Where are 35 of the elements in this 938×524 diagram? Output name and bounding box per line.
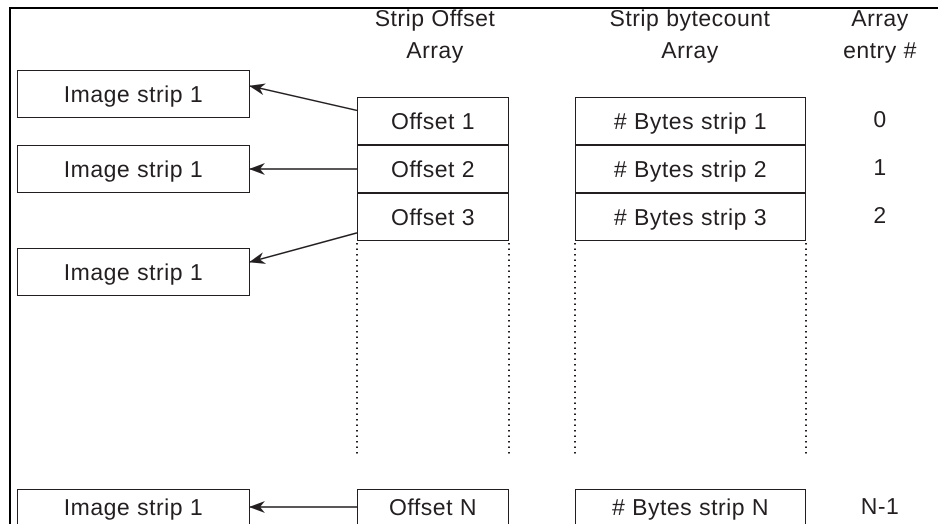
cell-text: # Bytes strip 2 [614,156,768,182]
cell-text: Offset 1 [390,108,476,134]
cell-text: Image strip 1 [64,259,204,285]
text-box [357,145,509,193]
column-heading: Strip Offset Array [374,4,496,65]
row-index: 1 [872,153,888,182]
cell-text: # Bytes strip 1 [614,108,768,134]
cell-text: # Bytes strip N [612,494,770,520]
cell-text: Offset 3 [390,204,476,230]
cell-text: Image strip 1 [64,156,204,182]
column-heading: Strip bytecount Array [608,4,772,65]
text-box [575,97,806,145]
cell-text: Image strip 1 [64,81,204,107]
cell-text: Offset N [389,494,477,520]
cell-text: Offset 2 [390,156,476,182]
row-index: 2 [872,201,888,230]
arrow [249,501,357,513]
text-box [357,193,509,241]
arrow [249,232,358,264]
text-box [357,489,509,524]
cell-text: Image strip 1 [64,494,204,520]
text-box [17,145,250,193]
text-box [17,248,250,296]
arrow [249,84,358,112]
text-box [575,145,806,193]
cell-text: # Bytes strip 3 [614,204,768,230]
text-box [575,489,806,524]
row-index: 0 [872,105,888,134]
text-box [17,489,250,524]
text-box [17,70,250,118]
text-box [357,97,509,145]
column-heading: Array entry # [842,4,918,65]
arrow [249,163,357,175]
text-box [575,193,806,241]
row-index: N-1 [860,492,900,521]
